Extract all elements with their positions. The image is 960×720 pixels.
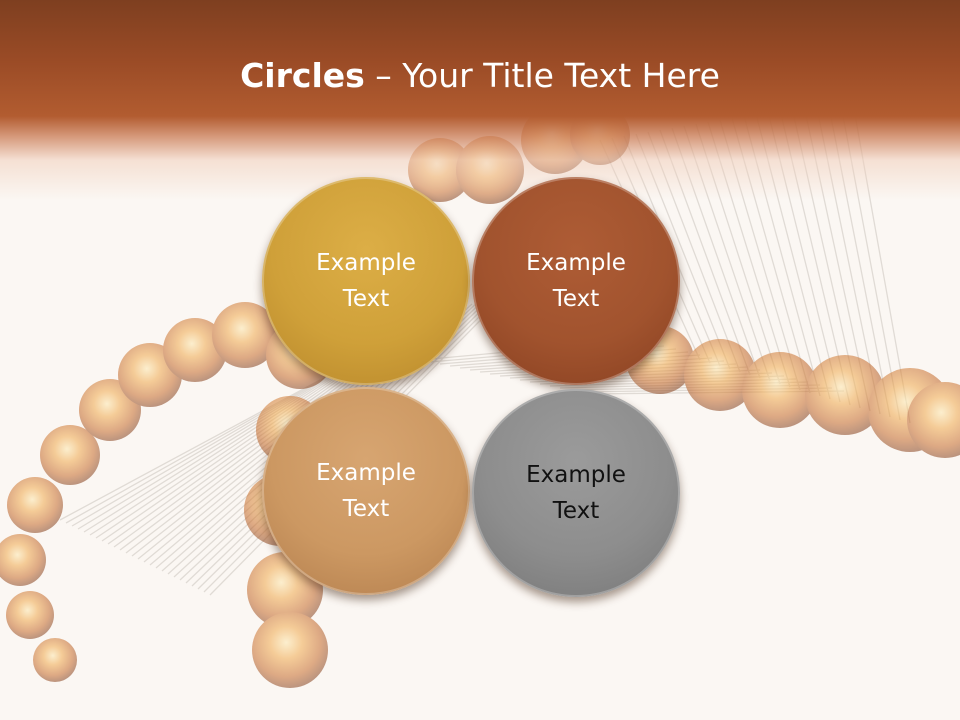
helix-bead [252, 612, 328, 688]
circle-2[interactable]: Example Text [472, 177, 680, 385]
title-band [0, 0, 960, 200]
helix-bead [684, 339, 756, 411]
helix-strand [83, 363, 353, 533]
helix-bead [805, 355, 885, 435]
circle-4-text: Example Text [526, 462, 626, 524]
circle-3[interactable]: Example Text [262, 387, 470, 595]
helix-bead [742, 352, 818, 428]
circle-1[interactable]: Example Text [262, 177, 470, 385]
helix-strand [95, 355, 369, 539]
helix-strand [89, 359, 361, 536]
helix-bead [7, 477, 63, 533]
circle-1-text: Example Text [316, 250, 416, 312]
title-rest: – Your Title Text Here [364, 56, 720, 95]
slide-title: Circles – Your Title Text Here [0, 52, 960, 100]
helix-strand [101, 351, 377, 542]
circle-4[interactable]: Example Text [472, 389, 680, 597]
helix-bead [6, 591, 54, 639]
helix-bead [163, 318, 227, 382]
title-bold: Circles [240, 56, 365, 95]
helix-bead [212, 302, 278, 368]
circle-3-text: Example Text [316, 460, 416, 522]
helix-bead [33, 638, 77, 682]
helix-strand [77, 367, 345, 530]
helix-bead [0, 534, 46, 586]
circle-2-text: Example Text [526, 250, 626, 312]
helix-bead [907, 382, 960, 458]
helix-bead [40, 425, 100, 485]
